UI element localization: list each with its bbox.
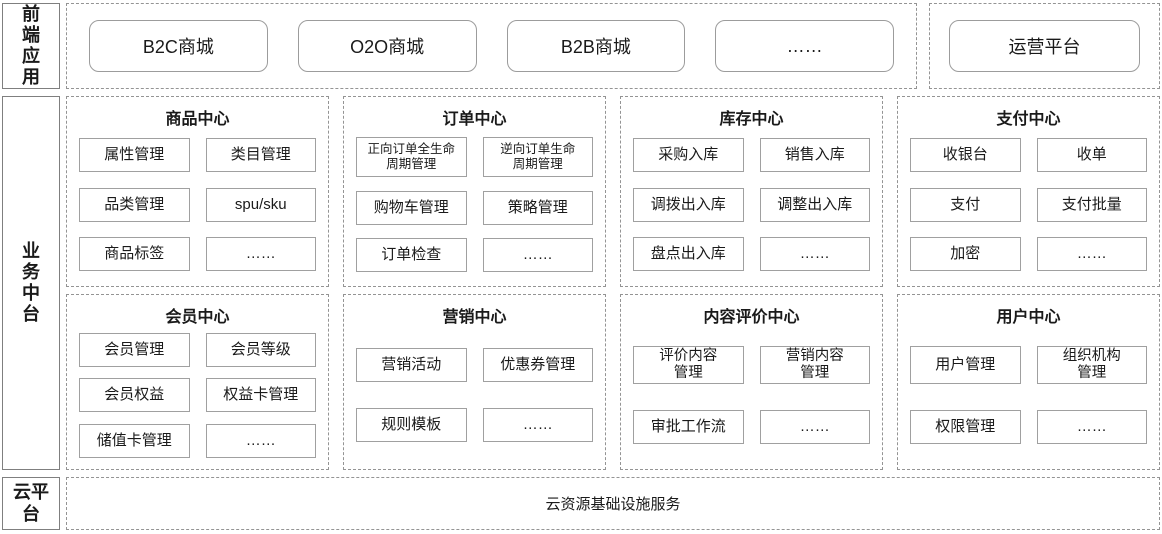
module-box: 组织机构 管理 bbox=[1036, 346, 1147, 385]
ops-platform-box: 运营平台 bbox=[949, 20, 1140, 72]
app-box-b2c-mall: B2C商城 bbox=[89, 20, 268, 72]
module-box: …… bbox=[205, 423, 316, 458]
panel-title: 用户中心 bbox=[996, 309, 1061, 326]
module-box: 用户管理 bbox=[910, 346, 1021, 385]
panel-boxes: 收银台 收单 支付 支付批量 加密 …… bbox=[910, 129, 1147, 278]
band-cloud: 云平 台 云资源基础设施服务 bbox=[2, 477, 1160, 530]
module-box: 属性管理 bbox=[79, 138, 190, 173]
panel-product-center: 商品中心 属性管理 类目管理 品类管理 spu/sku 商品标签 …… bbox=[66, 96, 329, 287]
panel-boxes: 营销活动 优惠券管理 规则模板 …… bbox=[356, 327, 593, 461]
panel-boxes: 会员管理 会员等级 会员权益 权益卡管理 储值卡管理 …… bbox=[79, 327, 316, 461]
app-box-o2o-mall: O2O商城 bbox=[297, 20, 477, 72]
module-box: 采购入库 bbox=[633, 138, 744, 173]
centers-grid: 商品中心 属性管理 类目管理 品类管理 spu/sku 商品标签 …… 订单中心… bbox=[66, 96, 1160, 470]
module-box: 调整出入库 bbox=[759, 187, 870, 222]
module-box: 正向订单全生命 周期管理 bbox=[356, 136, 467, 177]
side-label-frontend: 前 端 应 用 bbox=[2, 3, 60, 89]
panel-boxes: 属性管理 类目管理 品类管理 spu/sku 商品标签 …… bbox=[79, 129, 316, 278]
module-box: 评价内容 管理 bbox=[633, 346, 744, 385]
module-box: 品类管理 bbox=[79, 187, 190, 222]
module-box: …… bbox=[205, 236, 316, 271]
module-box: 策略管理 bbox=[482, 190, 593, 225]
panel-title: 库存中心 bbox=[719, 111, 784, 128]
ops-platform-container: 运营平台 bbox=[929, 3, 1160, 89]
module-box: 会员管理 bbox=[79, 332, 190, 367]
app-box-b2b-mall: B2B商城 bbox=[506, 20, 686, 72]
module-box: 订单检查 bbox=[356, 238, 467, 273]
module-box: 逆向订单生命 周期管理 bbox=[482, 136, 593, 177]
module-box: 储值卡管理 bbox=[79, 423, 190, 458]
panel-order-center: 订单中心 正向订单全生命 周期管理 逆向订单生命 周期管理 购物车管理 策略管理… bbox=[343, 96, 606, 287]
module-box: …… bbox=[759, 236, 870, 271]
module-box: 加密 bbox=[910, 236, 1021, 271]
module-box: 调拨出入库 bbox=[633, 187, 744, 222]
panel-boxes: 正向订单全生命 周期管理 逆向订单生命 周期管理 购物车管理 策略管理 订单检查… bbox=[356, 129, 593, 278]
module-box: 盘点出入库 bbox=[633, 236, 744, 271]
module-box: 支付批量 bbox=[1036, 187, 1147, 222]
panel-title: 营销中心 bbox=[442, 309, 507, 326]
panel-inventory-center: 库存中心 采购入库 销售入库 调拨出入库 调整出入库 盘点出入库 …… bbox=[620, 96, 883, 287]
panel-title: 订单中心 bbox=[442, 111, 507, 128]
cloud-infrastructure-box: 云资源基础设施服务 bbox=[66, 477, 1160, 530]
panel-title: 商品中心 bbox=[165, 111, 230, 128]
module-box: …… bbox=[1036, 409, 1147, 444]
panel-title: 支付中心 bbox=[996, 111, 1061, 128]
module-box: 审批工作流 bbox=[633, 409, 744, 444]
module-box: 权限管理 bbox=[910, 409, 1021, 444]
band-business: 业 务 中 台 商品中心 属性管理 类目管理 品类管理 spu/sku 商品标签… bbox=[2, 96, 1160, 470]
band-frontend: 前 端 应 用 B2C商城 O2O商城 B2B商城 …… 运营平台 bbox=[2, 3, 1160, 89]
panel-boxes: 采购入库 销售入库 调拨出入库 调整出入库 盘点出入库 …… bbox=[633, 129, 870, 278]
module-box: 权益卡管理 bbox=[205, 378, 316, 412]
app-box-more: …… bbox=[715, 20, 894, 72]
module-box: 商品标签 bbox=[79, 236, 190, 271]
panel-boxes: 评价内容 管理 营销内容 管理 审批工作流 …… bbox=[633, 327, 870, 461]
module-box: 销售入库 bbox=[759, 138, 870, 173]
module-box: 收银台 bbox=[910, 138, 1021, 173]
module-box: …… bbox=[482, 408, 593, 443]
panel-boxes: 用户管理 组织机构 管理 权限管理 …… bbox=[910, 327, 1147, 461]
module-box: spu/sku bbox=[205, 187, 316, 222]
module-box: …… bbox=[1036, 236, 1147, 271]
panel-payment-center: 支付中心 收银台 收单 支付 支付批量 加密 …… bbox=[897, 96, 1160, 287]
frontend-apps-container: B2C商城 O2O商城 B2B商城 …… bbox=[66, 3, 917, 89]
panel-marketing-center: 营销中心 营销活动 优惠券管理 规则模板 …… bbox=[343, 294, 606, 470]
panel-title: 内容评价中心 bbox=[703, 309, 800, 326]
module-box: 营销内容 管理 bbox=[759, 346, 870, 385]
module-box: 规则模板 bbox=[356, 408, 467, 443]
module-box: 营销活动 bbox=[356, 347, 467, 382]
module-box: 会员等级 bbox=[205, 332, 316, 367]
module-box: 收单 bbox=[1036, 138, 1147, 173]
panel-content-review-center: 内容评价中心 评价内容 管理 营销内容 管理 审批工作流 …… bbox=[620, 294, 883, 470]
module-box: …… bbox=[482, 238, 593, 273]
panel-user-center: 用户中心 用户管理 组织机构 管理 权限管理 …… bbox=[897, 294, 1160, 470]
module-box: 类目管理 bbox=[205, 138, 316, 173]
module-box: 支付 bbox=[910, 187, 1021, 222]
module-box: 优惠券管理 bbox=[482, 347, 593, 382]
module-box: 会员权益 bbox=[79, 378, 190, 412]
module-box: …… bbox=[759, 409, 870, 444]
side-label-cloud: 云平 台 bbox=[2, 477, 60, 530]
side-label-business: 业 务 中 台 bbox=[2, 96, 60, 470]
module-box: 购物车管理 bbox=[356, 190, 467, 225]
panel-title: 会员中心 bbox=[165, 309, 230, 326]
panel-member-center: 会员中心 会员管理 会员等级 会员权益 权益卡管理 储值卡管理 …… bbox=[66, 294, 329, 470]
